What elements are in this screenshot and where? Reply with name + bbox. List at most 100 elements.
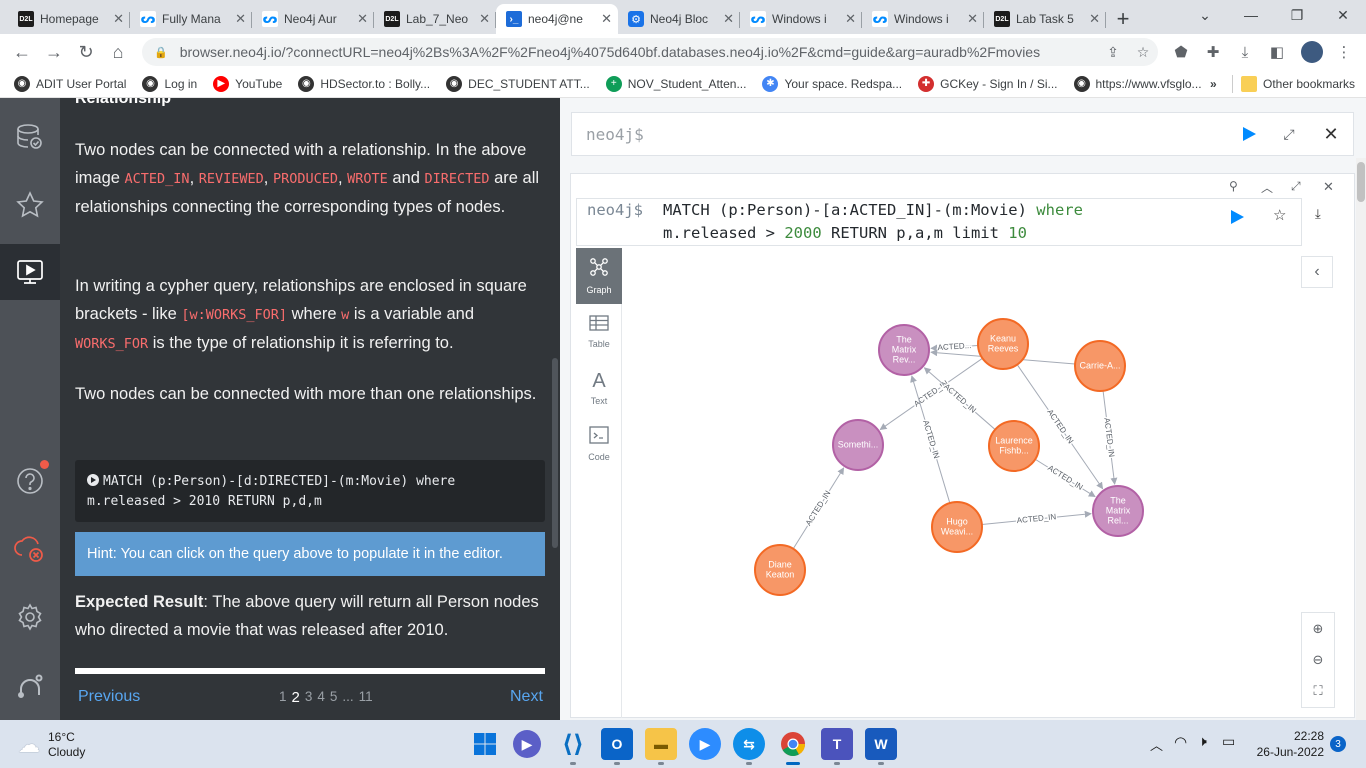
node-circle[interactable] xyxy=(878,324,930,376)
main-scrollbar[interactable] xyxy=(1356,158,1366,720)
bookmark-item[interactable]: ◉ADIT User Portal xyxy=(6,75,134,92)
teamviewer-icon[interactable]: ⇆ xyxy=(733,728,765,765)
view-tab-table[interactable]: Table xyxy=(576,304,622,360)
next-button[interactable]: Next xyxy=(510,688,543,705)
side-panel-icon[interactable]: ◧ xyxy=(1269,44,1285,61)
back-button[interactable]: ← xyxy=(13,41,31,62)
page-number[interactable]: 3 xyxy=(304,688,313,704)
guides-icon[interactable] xyxy=(0,244,60,300)
edge-line[interactable] xyxy=(981,510,1092,526)
home-button[interactable]: ⌂ xyxy=(112,41,124,62)
edge-line[interactable] xyxy=(792,467,845,550)
node-circle[interactable] xyxy=(1092,485,1144,537)
previous-button[interactable]: Previous xyxy=(78,688,141,705)
view-tab-graph[interactable]: Graph xyxy=(576,248,622,304)
share-icon[interactable]: ⇪ xyxy=(1107,43,1119,60)
edge-line[interactable] xyxy=(879,357,983,430)
expand-inspector-button[interactable]: ‹ xyxy=(1301,256,1333,288)
volume-muted-icon[interactable]: 🕨 xyxy=(1198,733,1207,749)
page-number[interactable]: 2 xyxy=(291,688,300,706)
cypher-editor[interactable]: neo4j$ ⤢ ✕ xyxy=(571,112,1354,156)
forward-button[interactable]: → xyxy=(45,41,63,62)
more-bookmarks-button[interactable]: » xyxy=(1210,76,1217,91)
bookmark-item[interactable]: ◉Log in xyxy=(134,75,205,92)
graph-edge[interactable]: ACTED... xyxy=(930,340,979,354)
bookmark-item[interactable]: ▶YouTube xyxy=(205,75,290,92)
graph-edge[interactable]: ACTED_IN xyxy=(981,510,1092,527)
tab-search-chevron-icon[interactable]: ⌄ xyxy=(1199,6,1211,23)
bookmark-star-icon[interactable]: ☆ xyxy=(1136,43,1150,60)
node-circle[interactable] xyxy=(1074,340,1126,392)
fit-to-screen-icon[interactable]: ⛶ xyxy=(1313,683,1323,699)
graph-node-somethi[interactable]: Somethi... xyxy=(832,419,884,471)
vscode-icon[interactable]: ⟨⟩ xyxy=(557,728,589,765)
new-tab-button[interactable]: + xyxy=(1116,6,1130,31)
clock[interactable]: 22:28 26-Jun-2022 xyxy=(1256,728,1324,760)
graph-node-matrix_rel[interactable]: TheMatrixRel... xyxy=(1092,485,1144,537)
settings-gear-icon[interactable] xyxy=(0,590,60,644)
reload-button[interactable]: ↻ xyxy=(78,41,94,62)
wifi-icon[interactable]: ◠ xyxy=(1174,734,1188,751)
frame-query[interactable]: neo4j$MATCH (p:Person)-[a:ACTED_IN]-(m:M… xyxy=(576,198,1302,246)
minimize-button[interactable]: — xyxy=(1244,7,1258,23)
edge-line[interactable] xyxy=(1016,364,1104,490)
edge-line[interactable] xyxy=(1034,458,1096,498)
chrome-icon[interactable] xyxy=(777,728,809,765)
help-icon[interactable] xyxy=(0,454,60,508)
tab-close-icon[interactable]: ✕ xyxy=(967,11,978,26)
bookmark-item[interactable]: ◉HDSector.to : Bolly... xyxy=(290,75,438,92)
export-download-icon[interactable]: ⤓ xyxy=(1315,206,1321,221)
notification-count-badge[interactable]: 3 xyxy=(1330,736,1346,752)
graph-edge[interactable]: ACTED_IN xyxy=(923,367,996,430)
bookmark-item[interactable]: ✱Your space. Redspa... xyxy=(754,75,910,92)
view-tab-text[interactable]: A Text xyxy=(576,360,622,416)
microsoft-teams-icon[interactable]: T xyxy=(821,728,853,765)
bookmark-item[interactable]: +NOV_Student_Atten... xyxy=(598,75,755,92)
collapse-frame-icon[interactable]: ︿ xyxy=(1261,181,1274,195)
start-windows-icon[interactable] xyxy=(469,728,501,760)
node-circle[interactable] xyxy=(754,544,806,596)
node-circle[interactable] xyxy=(931,501,983,553)
download-icon[interactable]: ⤓ xyxy=(1241,43,1249,61)
bookmark-item[interactable]: ✚GCKey - Sign In / Si... xyxy=(910,75,1065,92)
connection-error-icon[interactable] xyxy=(0,522,60,576)
pin-icon[interactable]: ⚲ xyxy=(1229,179,1238,193)
graph-edge[interactable]: ACTED_IN xyxy=(792,467,845,550)
neo4j-logo-icon[interactable] xyxy=(0,658,60,712)
page-number[interactable]: 4 xyxy=(317,688,325,704)
zoom-app-icon[interactable]: ▶ xyxy=(689,728,721,760)
view-tab-code[interactable]: Code xyxy=(576,416,622,472)
bookmark-item[interactable]: ◉DEC_STUDENT ATT... xyxy=(438,75,598,92)
word-icon[interactable]: W xyxy=(865,728,897,765)
fullscreen-editor-icon[interactable]: ⤢ xyxy=(1283,125,1295,142)
tab-close-icon[interactable]: ✕ xyxy=(845,11,856,26)
omnibox[interactable]: 🔒 browser.neo4j.io/?connectURL=neo4j%2Bs… xyxy=(142,38,1158,66)
tab-close-icon[interactable]: ✕ xyxy=(357,11,368,26)
node-circle[interactable] xyxy=(977,318,1029,370)
edge-line[interactable] xyxy=(923,367,996,430)
show-hidden-icons-chevron-icon[interactable]: ︿ xyxy=(1150,738,1164,753)
page-number[interactable]: 5 xyxy=(329,688,338,704)
page-number[interactable]: 11 xyxy=(358,688,373,704)
guide-scrollbar[interactable] xyxy=(552,358,558,548)
node-circle[interactable] xyxy=(988,420,1040,472)
file-explorer-icon[interactable]: ▬ xyxy=(645,728,677,765)
profile-avatar[interactable] xyxy=(1296,36,1328,68)
tab-close-icon[interactable]: ✕ xyxy=(601,11,612,26)
run-query-button[interactable] xyxy=(1229,127,1269,141)
shield-extension-icon[interactable]: ⬟ xyxy=(1174,44,1188,61)
rerun-query-button[interactable] xyxy=(1231,210,1244,229)
clear-editor-icon[interactable]: ✕ xyxy=(1323,123,1339,144)
battery-icon[interactable]: ▭ xyxy=(1222,733,1236,749)
database-icon[interactable] xyxy=(0,110,60,164)
edge-line[interactable] xyxy=(930,344,979,352)
tab-close-icon[interactable]: ✕ xyxy=(113,11,124,26)
runnable-query-block[interactable]: MATCH (p:Person)-[d:DIRECTED]-(m:Movie) … xyxy=(75,460,545,522)
favorites-star-icon[interactable] xyxy=(0,178,60,232)
graph-edge[interactable]: ACTED_IN xyxy=(1101,390,1118,485)
